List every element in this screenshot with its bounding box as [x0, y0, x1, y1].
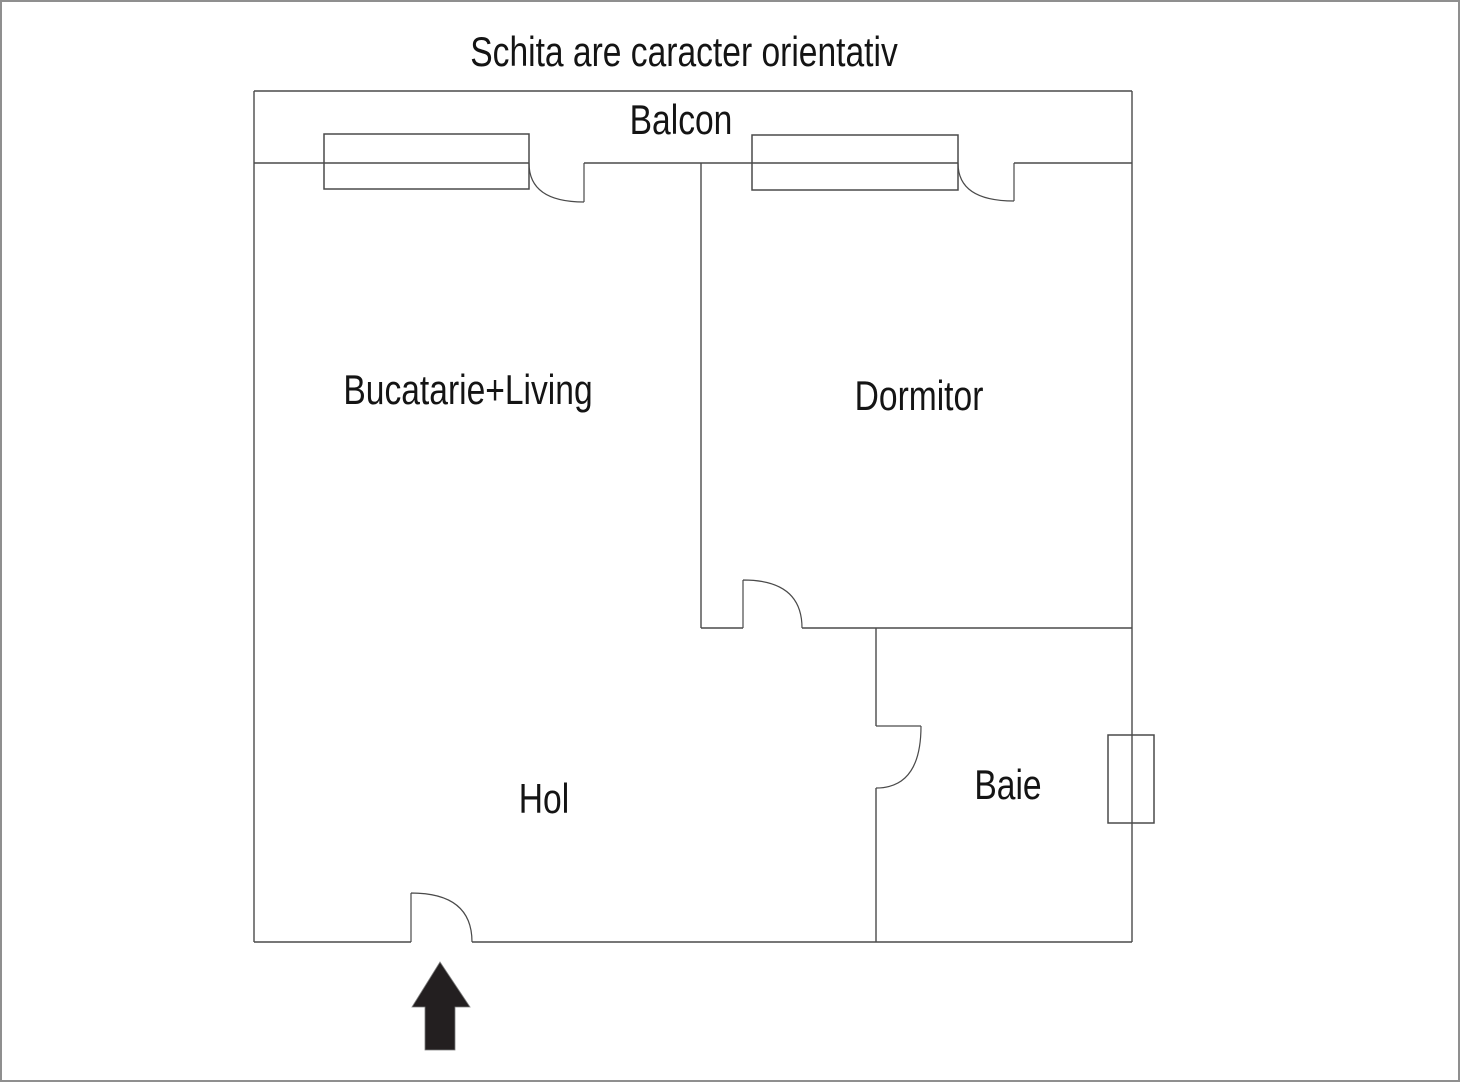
room-label-dormitor: Dormitor: [855, 374, 984, 420]
door-balcony-right: [957, 162, 1015, 202]
room-label-baie: Baie: [974, 763, 1041, 809]
window-symbol-baie: [1107, 734, 1155, 824]
window-symbol-living: [323, 133, 530, 190]
door-entrance: [410, 892, 473, 943]
door-baie: [875, 725, 922, 789]
room-label-hol: Hol: [519, 777, 569, 823]
door-dormitor: [742, 579, 803, 629]
room-label-balcon: Balcon: [630, 98, 733, 144]
entrance-arrow-icon: [411, 961, 471, 1051]
door-balcony-left: [528, 162, 585, 203]
room-label-bucatarie-living: Bucatarie+Living: [343, 368, 592, 414]
disclaimer-title: Schita are caracter orientativ: [470, 30, 897, 76]
wall-lines: [253, 90, 1133, 943]
window-symbol-dormitor: [751, 134, 959, 191]
